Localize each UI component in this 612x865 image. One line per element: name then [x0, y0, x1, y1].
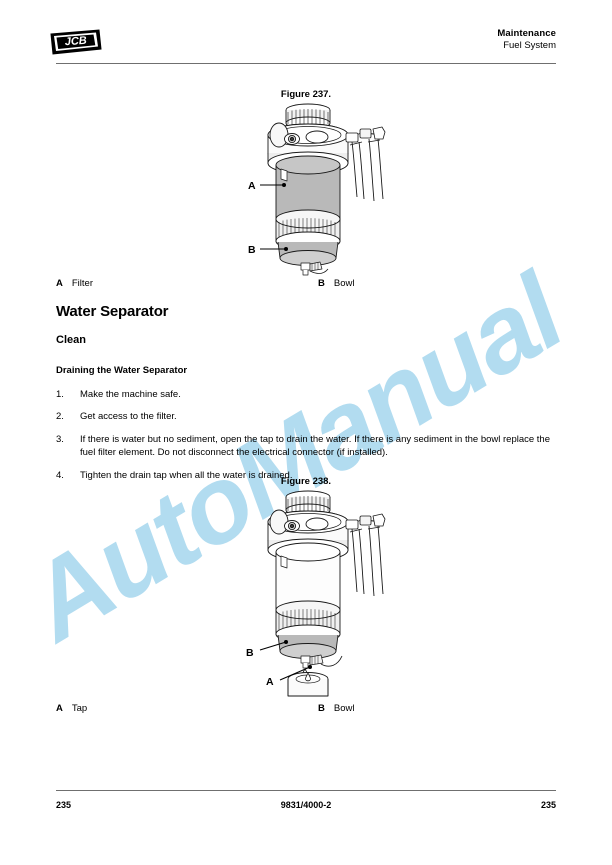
list-item: 3. If there is water but no sediment, op…	[56, 433, 560, 460]
svg-text:JCB: JCB	[64, 35, 87, 49]
procedure-title: Draining the Water Separator	[56, 365, 188, 376]
figure-238-callout-a: A	[266, 676, 274, 688]
key-label: Bowl	[333, 278, 355, 289]
page-header: JCB Maintenance Fuel System	[0, 0, 612, 70]
step-number: 2.	[56, 411, 64, 423]
key-label: Filter	[71, 278, 93, 289]
figure-237-callout-b: B	[248, 244, 256, 256]
key-label: Bowl	[333, 703, 355, 714]
figure-238-key-b: B Bowl	[318, 703, 354, 714]
figure-237-image: A B	[222, 101, 392, 281]
key-letter: A	[56, 703, 63, 714]
figure-238-caption: Figure 238.	[280, 476, 332, 487]
step-text: Tighten the drain tap when all the water…	[80, 469, 293, 481]
step-text: If there is water but no sediment, open …	[80, 433, 550, 459]
footer-document-number: 9831/4000-2	[280, 800, 332, 810]
key-letter: A	[56, 278, 63, 289]
key-letter: B	[318, 278, 325, 289]
page-title: Water Separator	[56, 303, 169, 320]
footer-page-right: 235	[540, 800, 556, 810]
key-label: Tap	[71, 703, 88, 714]
header-titles: Maintenance Fuel System	[497, 28, 556, 52]
figure-238-key-a: A Tap	[56, 703, 87, 714]
figure-237-callout-a: A	[248, 180, 256, 192]
figure-237-caption: Figure 237.	[280, 89, 332, 100]
key-letter: B	[318, 703, 325, 714]
footer-page-left: 235	[56, 800, 72, 810]
step-text: Make the machine safe.	[80, 389, 181, 400]
figure-237-key-a: A Filter	[56, 278, 93, 289]
figure-237-key-b: B Bowl	[318, 278, 354, 289]
step-text: Get access to the filter.	[80, 411, 177, 423]
procedure-steps: 1. Make the machine safe. 2. Get access …	[56, 388, 560, 491]
figure-238-image: B A	[222, 488, 392, 703]
step-number: 1.	[56, 389, 64, 400]
section-subheading: Clean	[56, 334, 86, 346]
header-subtitle: Fuel System	[503, 40, 556, 52]
header-title: Maintenance	[497, 28, 556, 39]
footer-divider	[56, 790, 556, 791]
figure-238-callout-b: B	[246, 647, 254, 659]
step-number: 3.	[56, 433, 64, 445]
jcb-logo: JCB	[49, 29, 103, 55]
header-divider	[56, 63, 556, 64]
list-item: 1. Make the machine safe.	[56, 388, 560, 401]
list-item: 2. Get access to the filter.	[56, 410, 560, 423]
step-number: 4.	[56, 469, 64, 481]
list-item: 4. Tighten the drain tap when all the wa…	[56, 469, 560, 482]
